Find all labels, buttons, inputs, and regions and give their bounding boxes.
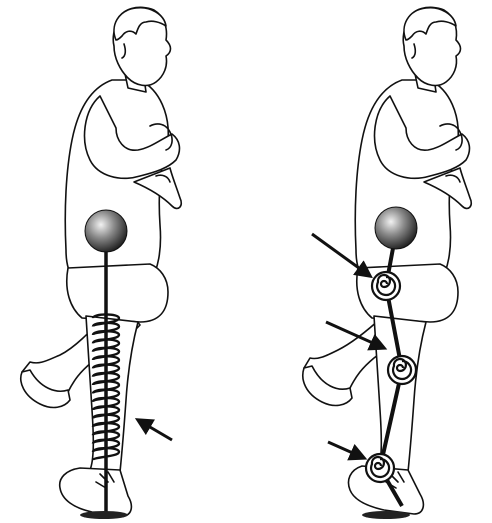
shorts-right: [357, 264, 458, 322]
point-mass-left: [85, 210, 127, 252]
ground-contact-right: [362, 511, 410, 519]
ankle-torsion-spring: [366, 454, 394, 482]
arrow-spring: [138, 420, 172, 440]
point-mass-right: [375, 207, 417, 249]
hip-torsion-spring: [372, 272, 400, 300]
front-shoe-left: [60, 468, 132, 516]
arrow-ankle: [328, 442, 364, 458]
ground-contact-left: [80, 511, 128, 519]
knee-torsion-spring: [388, 356, 416, 384]
shorts-left: [67, 264, 168, 322]
front-leg-right: [374, 316, 426, 472]
